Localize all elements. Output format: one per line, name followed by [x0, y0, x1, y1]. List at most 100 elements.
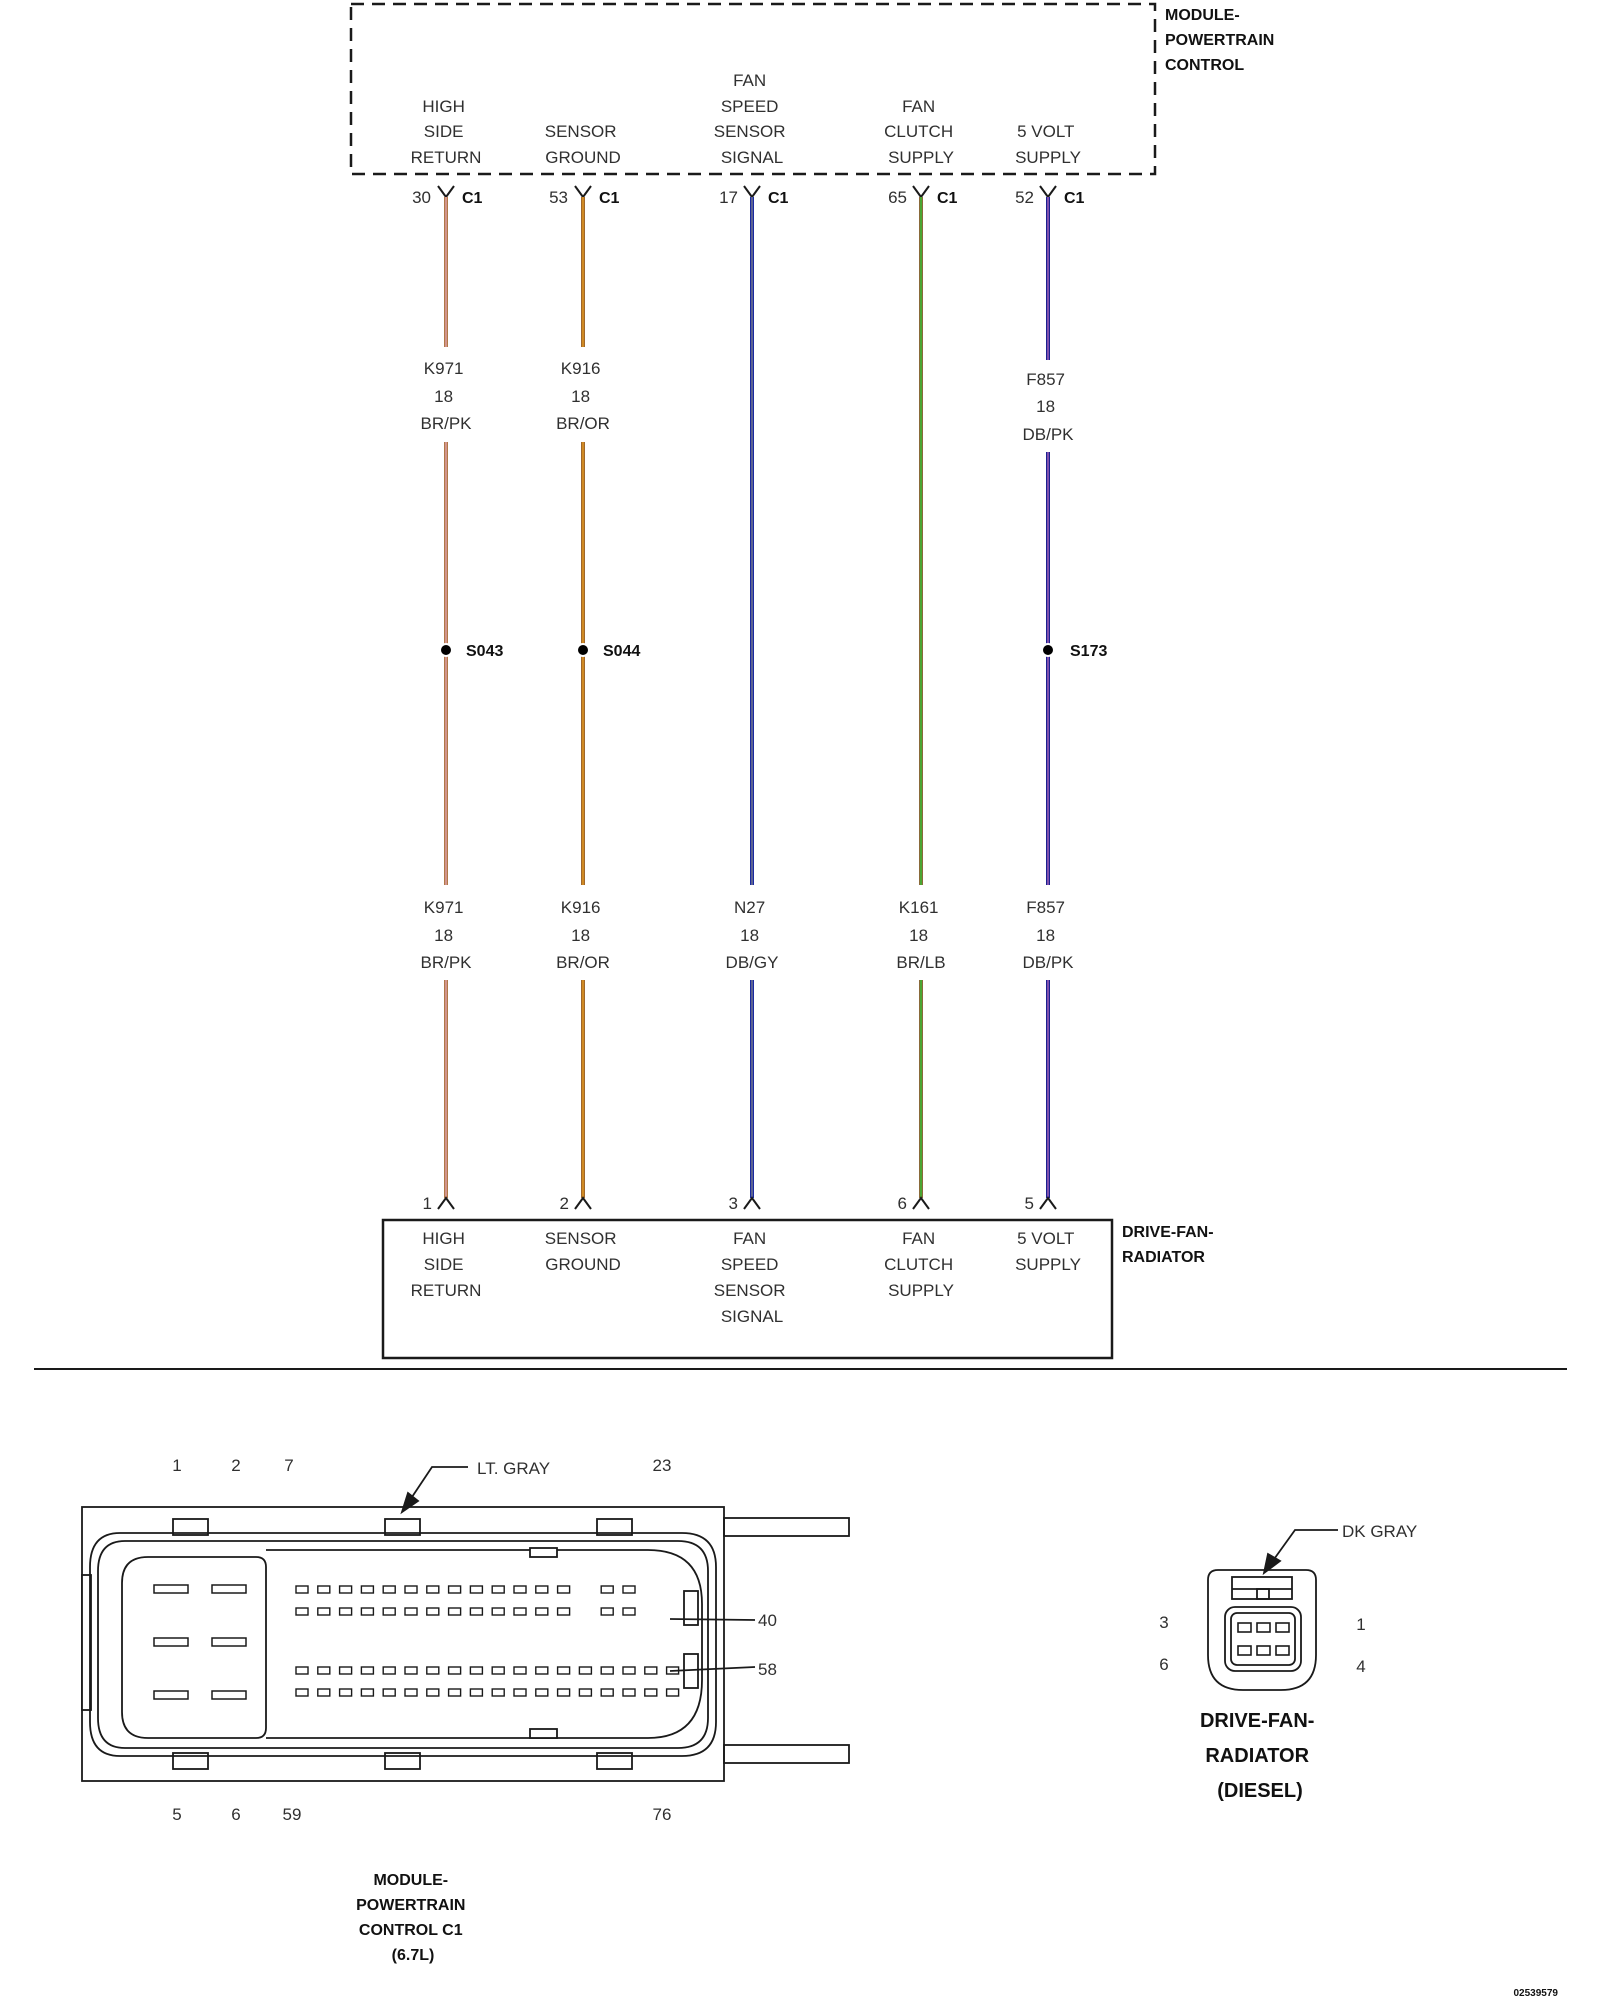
signal-pin — [600, 1688, 614, 1697]
power-pin — [153, 1584, 189, 1594]
connector-guide-rail — [723, 1744, 850, 1764]
connector-top-tab — [596, 1518, 633, 1536]
connector-pin-number: 4 — [1356, 1657, 1365, 1676]
signal-pin — [556, 1666, 571, 1675]
signal-pin — [469, 1688, 484, 1697]
splice-dot — [576, 643, 590, 657]
signal-pin — [360, 1688, 375, 1697]
signal-pin — [600, 1607, 614, 1616]
signal-pin — [426, 1585, 440, 1594]
connector-color-label: LT. GRAY — [477, 1459, 550, 1478]
fan-pin-array — [1237, 1622, 1290, 1656]
wire-callout-lower: F857 18 DB/PK — [1022, 898, 1074, 972]
signal-pin — [295, 1607, 309, 1616]
signal-pin — [491, 1585, 505, 1594]
connector-seal-inner — [97, 1540, 709, 1749]
wire-callout-lower: K916 18 BR/OR — [556, 898, 610, 972]
signal-pin — [513, 1585, 527, 1594]
fan-pin — [1275, 1622, 1290, 1633]
fan-connector-pin-cavity — [1224, 1606, 1302, 1672]
signal-pin — [382, 1585, 396, 1594]
circuit-high-side-return: HIGH SIDE RETURN 30 C1 K971 18 BR/PK S04… — [411, 97, 504, 1300]
fan-terminal-icon — [1039, 1196, 1057, 1210]
pcm-terminal-icon — [437, 185, 455, 199]
splice-id: S173 — [1070, 643, 1107, 660]
signal-pin — [535, 1688, 549, 1697]
circuit-fan-clutch-supply: FAN CLUTCH SUPPLY 65 C1 K161 18 BR/LB 6 … — [884, 97, 958, 1300]
signal-pin — [360, 1607, 375, 1616]
connector-pin-number: 23 — [653, 1456, 672, 1475]
color-leader-line — [1271, 1529, 1338, 1563]
fan-terminal-icon — [437, 1196, 455, 1210]
pcm-terminal-icon — [574, 185, 592, 199]
signal-cavity-notch — [529, 1547, 558, 1558]
signal-pin — [338, 1585, 353, 1594]
radiator-module-name-line: RADIATOR — [1122, 1249, 1205, 1266]
fan-pin-number: 3 — [729, 1194, 738, 1213]
signal-pin — [535, 1585, 549, 1594]
fan-pin-function-label: FAN CLUTCH SUPPLY — [884, 1229, 958, 1300]
fan-terminal-icon — [574, 1196, 592, 1210]
signal-pin — [338, 1607, 353, 1616]
connector-bottom-tab — [596, 1752, 633, 1770]
splice-id: S043 — [466, 643, 503, 660]
pcm-pin-number: 17 — [719, 188, 738, 207]
power-pin — [211, 1584, 247, 1594]
pcm-c1-connector-view: 1 2 7 23 5 6 59 76 LT. GRAY — [81, 1456, 850, 1964]
pcm-terminal-icon — [1039, 185, 1057, 199]
fan-connector-latch — [1231, 1576, 1293, 1600]
signal-pin — [295, 1666, 309, 1675]
fan-pin — [1256, 1645, 1271, 1656]
splice-dot — [1041, 643, 1055, 657]
signal-pin — [447, 1607, 462, 1616]
pcm-connector-id: C1 — [462, 190, 483, 207]
signal-pin — [426, 1688, 440, 1697]
pcm-pin-function-label: SENSOR GROUND — [545, 122, 622, 167]
connector-pin-number: 6 — [1159, 1655, 1168, 1674]
pcm-connector-id: C1 — [768, 190, 789, 207]
signal-pin — [513, 1666, 527, 1675]
connector-guide-rail — [723, 1517, 850, 1537]
signal-pin — [622, 1585, 636, 1594]
signal-pin — [404, 1585, 418, 1594]
power-pin — [211, 1637, 247, 1647]
signal-pin — [665, 1688, 680, 1697]
signal-pin — [556, 1688, 571, 1697]
radiator-module-name-line: DRIVE-FAN- — [1122, 1224, 1214, 1241]
fan-pin-number: 2 — [560, 1194, 569, 1213]
splice-dot — [439, 643, 453, 657]
fan-pin-function-label: FAN SPEED SENSOR SIGNAL — [714, 1229, 791, 1326]
fan-connector-housing — [1207, 1569, 1317, 1691]
pcm-pin-function-label: FAN SPEED SENSOR SIGNAL — [714, 71, 791, 167]
signal-pin — [404, 1688, 418, 1697]
pin-58-leader — [669, 1666, 756, 1672]
pcm-pin-number: 52 — [1015, 188, 1034, 207]
signal-pin — [469, 1585, 484, 1594]
connector-pin-number: 76 — [653, 1805, 672, 1824]
pcm-pin-function-label: FAN CLUTCH SUPPLY — [884, 97, 958, 167]
connector-color-label: DK GRAY — [1342, 1522, 1417, 1541]
signal-pin — [556, 1607, 571, 1616]
signal-pin — [338, 1688, 353, 1697]
signal-pin — [360, 1666, 375, 1675]
radiator-module-name: DRIVE-FAN- RADIATOR — [1122, 1224, 1218, 1266]
signal-pin — [426, 1666, 440, 1675]
pcm-module-name-line: POWERTRAIN — [1165, 32, 1274, 49]
signal-pin — [382, 1688, 396, 1697]
signal-pin — [578, 1688, 593, 1697]
signal-cavity-key — [683, 1590, 699, 1626]
signal-pin — [600, 1585, 614, 1594]
connector-pin-number: 5 — [172, 1805, 181, 1824]
signal-pin — [360, 1585, 375, 1594]
radiator-module-outline — [381, 1218, 1114, 1360]
fan-pin-number: 6 — [898, 1194, 907, 1213]
connector-seal-outer — [89, 1532, 717, 1757]
pcm-module-name: MODULE- POWERTRAIN CONTROL — [1165, 7, 1279, 74]
signal-pin — [513, 1607, 527, 1616]
signal-pin — [469, 1666, 484, 1675]
pcm-pin-number: 30 — [412, 188, 431, 207]
fan-pin — [1237, 1645, 1252, 1656]
wire-callout-lower: K161 18 BR/LB — [896, 898, 945, 972]
fan-pin-number: 5 — [1025, 1194, 1034, 1213]
